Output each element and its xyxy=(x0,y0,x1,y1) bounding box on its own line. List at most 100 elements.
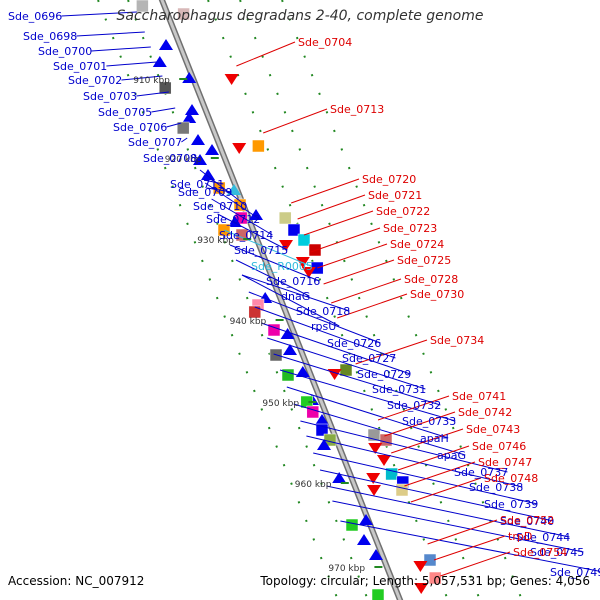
gene-arrow-62 xyxy=(357,534,371,545)
gene-arrow-reverse-30 xyxy=(301,267,316,278)
genome-summary-text: Topology: circular; Length: 5,057,531 bp… xyxy=(260,574,590,588)
gene-label-right-6: Sde_0724 xyxy=(390,238,444,251)
map-title: Saccharophagus degradans 2-40, complete … xyxy=(116,8,484,24)
gene-arrow-reverse-6 xyxy=(224,74,239,85)
gene-label-left-19: Sde_0718 xyxy=(296,305,350,318)
gene-label-left-12: Sde_0710 xyxy=(193,200,247,213)
leader-line-right-9 xyxy=(337,293,408,319)
gene-label-left-14: Sde_0714 xyxy=(219,229,273,242)
gene-label-left-26: Sde_0733 xyxy=(402,415,456,428)
gene-labels: Sde_0696Sde_0698Sde_0700Sde_0701Sde_0702… xyxy=(8,10,600,579)
gene-label-left-0: Sde_0696 xyxy=(8,10,62,23)
gene-block-26 xyxy=(297,233,311,247)
gene-label-left-17: Sde_0716 xyxy=(266,275,320,288)
gene-label-left-25: Sde_0732 xyxy=(387,399,441,412)
gene-label-left-22: Sde_0727 xyxy=(342,352,396,365)
leader-line-left-28 xyxy=(293,403,466,456)
gene-label-left-11: Sde_0709 xyxy=(178,186,232,199)
gene-block-13 xyxy=(252,139,265,153)
gene-arrow-59 xyxy=(332,472,347,483)
gene-label-left-2: Sde_0700 xyxy=(38,45,92,58)
gene-arrow-reverse-65 xyxy=(413,561,428,572)
leader-line-right-8 xyxy=(331,278,402,304)
leader-line-right-11 xyxy=(377,395,450,421)
gene-arrow-37 xyxy=(283,344,297,355)
backbone-highlight xyxy=(160,0,402,600)
leader-line-right-1 xyxy=(263,108,328,134)
gene-label-right-1: Sde_0713 xyxy=(330,103,384,116)
gene-label-right-11: Sde_0741 xyxy=(452,390,506,403)
gene-arrow-reverse-58 xyxy=(367,485,381,496)
gene-label-right-19: Sde_0754 xyxy=(513,546,567,559)
leader-line-left-18 xyxy=(235,259,310,297)
leader-line-left-24 xyxy=(267,337,426,390)
tick-label-5: 960 kbp xyxy=(295,480,332,490)
gene-arrow-reverse-53 xyxy=(377,455,391,466)
gene-arrow-7 xyxy=(185,104,199,115)
gene-label-right-3: Sde_0721 xyxy=(368,189,422,202)
gene-arrow-3 xyxy=(152,56,167,67)
gene-label-left-23: Sde_0729 xyxy=(357,368,411,381)
leader-line-left-16 xyxy=(223,229,311,267)
leader-line-left-13 xyxy=(204,182,260,220)
leader-line-left-15 xyxy=(217,213,288,251)
gene-label-left-10: Sde_0711 xyxy=(170,178,224,191)
leader-line-right-13 xyxy=(391,428,464,454)
leader-line-left-5 xyxy=(136,91,169,97)
leader-line-left-19 xyxy=(241,274,350,312)
tick-label-0: 910 kbp xyxy=(133,76,170,86)
gene-arrow-49 xyxy=(317,439,331,450)
leader-line-left-9 xyxy=(193,153,197,159)
leader-line-left-23 xyxy=(261,322,411,375)
leader-line-left-10 xyxy=(203,179,224,185)
leader-line-right-3 xyxy=(297,194,366,220)
gene-label-left-24: Sde_0731 xyxy=(372,383,426,396)
gene-label-left-29: Sde_0737 xyxy=(454,466,508,479)
gene-label-right-7: Sde_0725 xyxy=(397,254,451,267)
gene-label-left-34: Sde_0745 xyxy=(530,546,584,559)
tick-label-2: 930 kbp xyxy=(197,236,234,246)
gene-label-right-2: Sde_0720 xyxy=(362,173,416,186)
leader-line-left-33 xyxy=(326,485,570,538)
gene-arrow-reverse-14 xyxy=(232,143,247,154)
leader-line-left-12 xyxy=(199,169,247,207)
gene-arrow-63 xyxy=(369,549,383,560)
leader-line-left-3 xyxy=(106,61,157,67)
leader-line-right-12 xyxy=(384,411,456,437)
gene-label-right-15: Sde_0747 xyxy=(478,456,532,469)
gene-label-left-32: Sde_0740 xyxy=(500,515,554,528)
leader-line-left-8 xyxy=(181,137,188,143)
gene-arrow-40 xyxy=(295,366,310,377)
leader-line-right-14 xyxy=(397,445,470,471)
gene-label-right-16: Sde_0748 xyxy=(484,472,538,485)
gene-label-left-35: Sde_0749 xyxy=(550,566,600,579)
gene-arrow-8 xyxy=(182,112,197,123)
gene-label-left-6: Sde_0705 xyxy=(98,106,152,119)
gene-label-left-28: apaG xyxy=(437,449,466,462)
gene-label-left-27: apaH xyxy=(420,432,449,445)
tick-label-6: 970 kbp xyxy=(328,564,365,574)
gene-label-left-20: rpsU xyxy=(311,320,336,333)
gene-arrow-10 xyxy=(191,134,205,145)
gene-label-right-5: Sde_0723 xyxy=(383,222,437,235)
leader-line-left-30 xyxy=(306,435,523,488)
gene-label-left-3: Sde_0701 xyxy=(53,60,107,73)
leader-line-left-6 xyxy=(151,107,176,113)
leader-line-right-17 xyxy=(427,519,498,545)
leader-line-right-10 xyxy=(355,339,428,365)
gene-block-31 xyxy=(308,243,322,257)
leader-line-right-16 xyxy=(410,477,482,503)
gene-label-right-14: Sde_0746 xyxy=(472,440,526,453)
gene-arrow-61 xyxy=(359,514,373,525)
gene-arrow-21 xyxy=(249,209,263,220)
gene-label-left-7: Sde_0706 xyxy=(113,121,167,134)
leader-line-left-32 xyxy=(319,469,554,522)
gene-label-right-12: Sde_0742 xyxy=(458,406,512,419)
gene-block-54 xyxy=(385,467,398,481)
gene-label-left-21: Sde_0726 xyxy=(327,337,381,350)
gene-arrow-46 xyxy=(315,414,329,425)
gene-label-left-30: Sde_0738 xyxy=(469,481,523,494)
tick-label-1: 920 kbp xyxy=(165,155,202,165)
gene-arrow-15 xyxy=(201,169,215,180)
gene-block-5 xyxy=(158,81,172,95)
